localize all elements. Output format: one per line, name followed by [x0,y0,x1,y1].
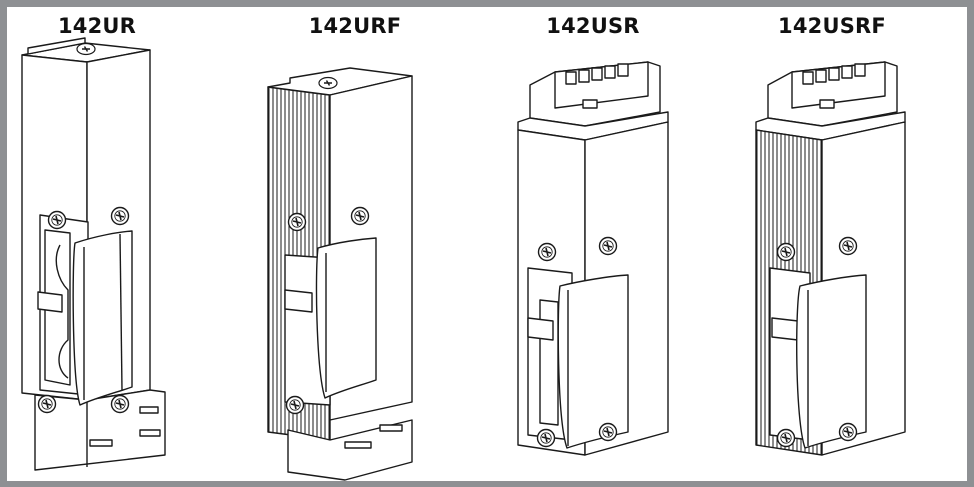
lock-drawing-142usrf [755,61,906,456]
product-label-142urf: 142URF [308,14,402,38]
product-label-142usrf: 142USRF [778,14,886,38]
lock-drawing-142ur [21,37,166,471]
product-label-142ur: 142UR [57,14,137,38]
lock-drawing-142urf [267,67,413,481]
product-label-142usr: 142USR [546,14,640,38]
lock-drawing-142usr [517,61,669,456]
